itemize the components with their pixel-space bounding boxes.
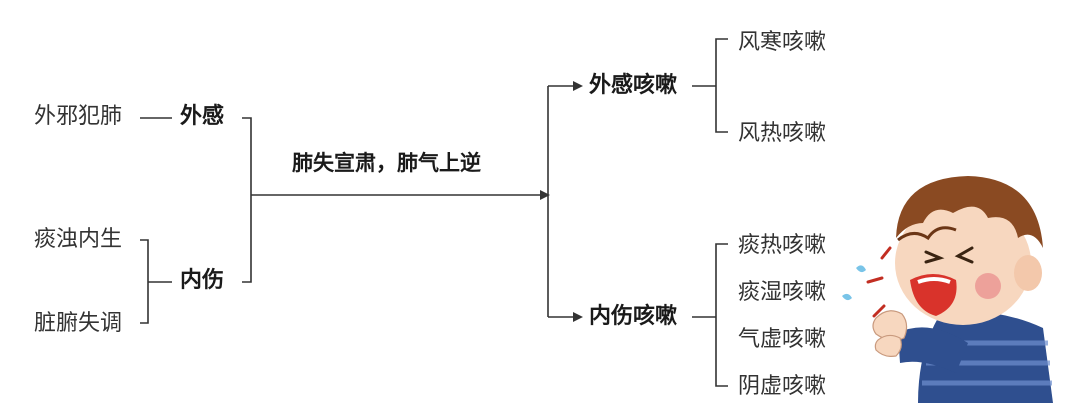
bracket-exo-subtypes: [715, 38, 728, 133]
type-internal-cough: 内伤咳嗽: [589, 304, 678, 329]
subtype-wind-heat: 风热咳嗽: [738, 121, 827, 146]
hair: [896, 176, 1043, 248]
cause-internal-source-1: 痰浊内生: [34, 227, 123, 252]
type-exogenous-cough: 外感咳嗽: [589, 73, 678, 98]
cause-internal-source-2: 脏腑失调: [34, 311, 123, 336]
subtype-wind-cold: 风寒咳嗽: [738, 30, 827, 55]
subtype-phlegm-heat: 痰热咳嗽: [738, 233, 827, 258]
arm: [898, 327, 968, 373]
mechanism-label: 肺失宣肃，肺气上逆: [292, 151, 481, 175]
bracket-causes: [242, 117, 252, 283]
cough-droplet-icons: [842, 246, 892, 318]
hands: [872, 310, 908, 357]
subtype-phlegm-damp: 痰湿咳嗽: [738, 280, 827, 305]
cause-exogenous: 外感: [180, 104, 225, 129]
closed-eye-icon: [924, 250, 945, 264]
bracket-int-subtypes: [715, 243, 728, 387]
cause-exogenous-source: 外邪犯肺: [34, 104, 123, 129]
mouth: [910, 274, 957, 316]
cheek: [975, 273, 1001, 299]
subtype-yin-deficiency: 阴虚咳嗽: [738, 374, 827, 399]
bracket-internal-sources: [140, 239, 149, 324]
ear: [1014, 255, 1042, 291]
cause-internal: 内伤: [180, 268, 225, 293]
coughing-boy-illustration: [842, 176, 1053, 403]
subtype-qi-deficiency: 气虚咳嗽: [738, 327, 827, 352]
